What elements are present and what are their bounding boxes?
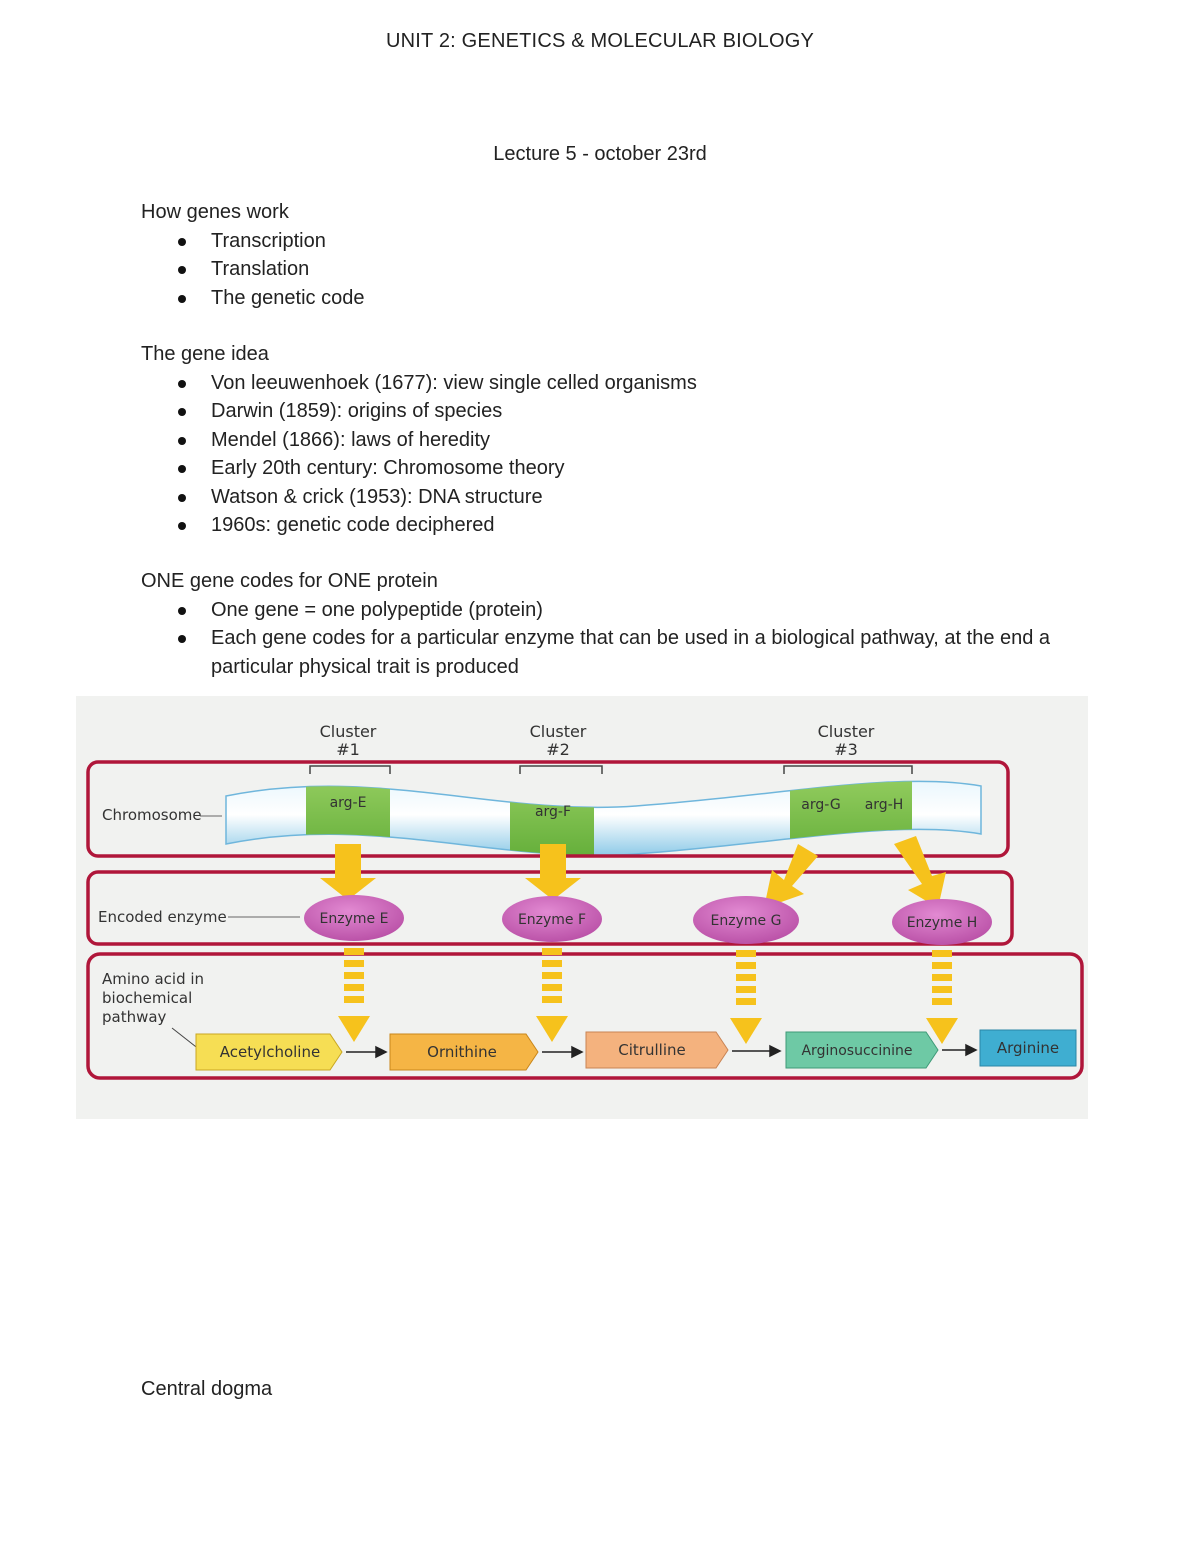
section-one-gene-one-protein: ONE gene codes for ONE protein One gene …: [141, 567, 1081, 681]
molecule-label-ornithine: Ornithine: [427, 1043, 497, 1061]
dashed-arrow-enzyme-h: [926, 950, 958, 1044]
section-heading: The gene idea: [141, 343, 269, 365]
pathway-arrows: [346, 1043, 978, 1059]
list-item: Each gene codes for a particular enzyme …: [141, 624, 1081, 681]
gene-label-arg-h: arg-H: [865, 797, 904, 813]
row-label-pathway-1: Amino acid in: [102, 970, 204, 988]
list-item: Von leeuwenhoek (1677): view single cell…: [141, 369, 1081, 398]
cluster-2-bracket: [519, 765, 603, 774]
enzyme-g: [693, 896, 799, 944]
highlight-box-pathway: [86, 952, 1084, 1080]
molecule-arginosuccinine: [785, 1031, 939, 1069]
lecture-title: Lecture 5 - october 23rd: [493, 143, 707, 165]
molecule-arginine: [979, 1029, 1077, 1067]
arrow-gene-to-enzyme-h: [894, 836, 946, 908]
cluster-3-bracket: [783, 765, 913, 774]
arrow-gene-to-enzyme-e: [320, 844, 376, 900]
molecule-citrulline: [585, 1031, 729, 1069]
molecule-ornithine: [389, 1033, 539, 1071]
enzyme-g-label: Enzyme G: [711, 913, 782, 929]
cluster-1-label: Cluster: [320, 722, 377, 741]
row-label-pathway-2: biochemical: [102, 989, 192, 1007]
pathway-diagram: Cluster #1 Cluster #2 Cluster #3 arg-E a…: [76, 696, 1088, 1119]
section-heading: ONE gene codes for ONE protein: [141, 570, 438, 592]
section-heading: How genes work: [141, 201, 289, 223]
molecule-label-arginine: Arginine: [997, 1039, 1059, 1057]
row-label-pathway-3: pathway: [102, 1008, 167, 1026]
cluster-3-number: #3: [834, 740, 858, 759]
arrow-gene-to-enzyme-g: [764, 844, 818, 908]
bullet-list: Von leeuwenhoek (1677): view single cell…: [141, 369, 1081, 540]
enzyme-e-label: Enzyme E: [320, 911, 389, 927]
cluster-3-label: Cluster: [818, 722, 875, 741]
cluster-1-bracket: [309, 765, 391, 774]
gene-label-arg-f: arg-F: [535, 804, 571, 820]
cluster-2-number: #2: [546, 740, 570, 759]
bullet-list: One gene = one polypeptide (protein) Eac…: [141, 596, 1081, 682]
gene-label-arg-e: arg-E: [330, 795, 367, 811]
list-item: Translation: [141, 255, 1081, 284]
enzyme-e: [304, 895, 404, 941]
molecule-label-arginosuccinine: Arginosuccinine: [801, 1043, 912, 1059]
enzyme-f-label: Enzyme F: [518, 912, 586, 928]
arrow-gene-to-enzyme-f: [525, 844, 581, 900]
enzyme-h-label: Enzyme H: [907, 915, 978, 931]
dashed-arrow-enzyme-g: [730, 950, 762, 1044]
dashed-arrow-enzyme-e: [338, 948, 370, 1042]
list-item: The genetic code: [141, 284, 1081, 313]
list-item: Transcription: [141, 227, 1081, 256]
enzyme-h: [892, 899, 992, 945]
cluster-2-label: Cluster: [530, 722, 587, 741]
central-dogma-heading: Central dogma: [141, 1378, 273, 1400]
list-item: One gene = one polypeptide (protein): [141, 596, 1081, 625]
bullet-list: Transcription Translation The genetic co…: [141, 227, 1081, 313]
molecule-acetylcholine: [195, 1033, 343, 1071]
cluster-1-number: #1: [336, 740, 360, 759]
molecule-label-citrulline: Citrulline: [618, 1041, 685, 1059]
gene-enzyme-pathway-figure: Cluster #1 Cluster #2 Cluster #3 arg-E a…: [76, 696, 1088, 1119]
dashed-arrow-enzyme-f: [536, 948, 568, 1042]
enzyme-f: [502, 896, 602, 942]
list-item: 1960s: genetic code deciphered: [141, 511, 1081, 540]
section-how-genes-work: How genes work Transcription Translation…: [141, 198, 1081, 312]
row-label-chromosome: Chromosome: [102, 806, 202, 824]
gene-label-arg-g: arg-G: [801, 797, 840, 813]
list-item: Watson & crick (1953): DNA structure: [141, 483, 1081, 512]
page-title: UNIT 2: GENETICS & MOLECULAR BIOLOGY: [385, 30, 815, 52]
list-item: Mendel (1866): laws of heredity: [141, 426, 1081, 455]
list-item: Early 20th century: Chromosome theory: [141, 454, 1081, 483]
molecule-label-acetylcholine: Acetylcholine: [220, 1043, 320, 1061]
row-label-encoded-enzyme: Encoded enzyme: [98, 908, 227, 926]
section-gene-idea: The gene idea Von leeuwenhoek (1677): vi…: [141, 340, 1081, 540]
list-item: Darwin (1859): origins of species: [141, 397, 1081, 426]
